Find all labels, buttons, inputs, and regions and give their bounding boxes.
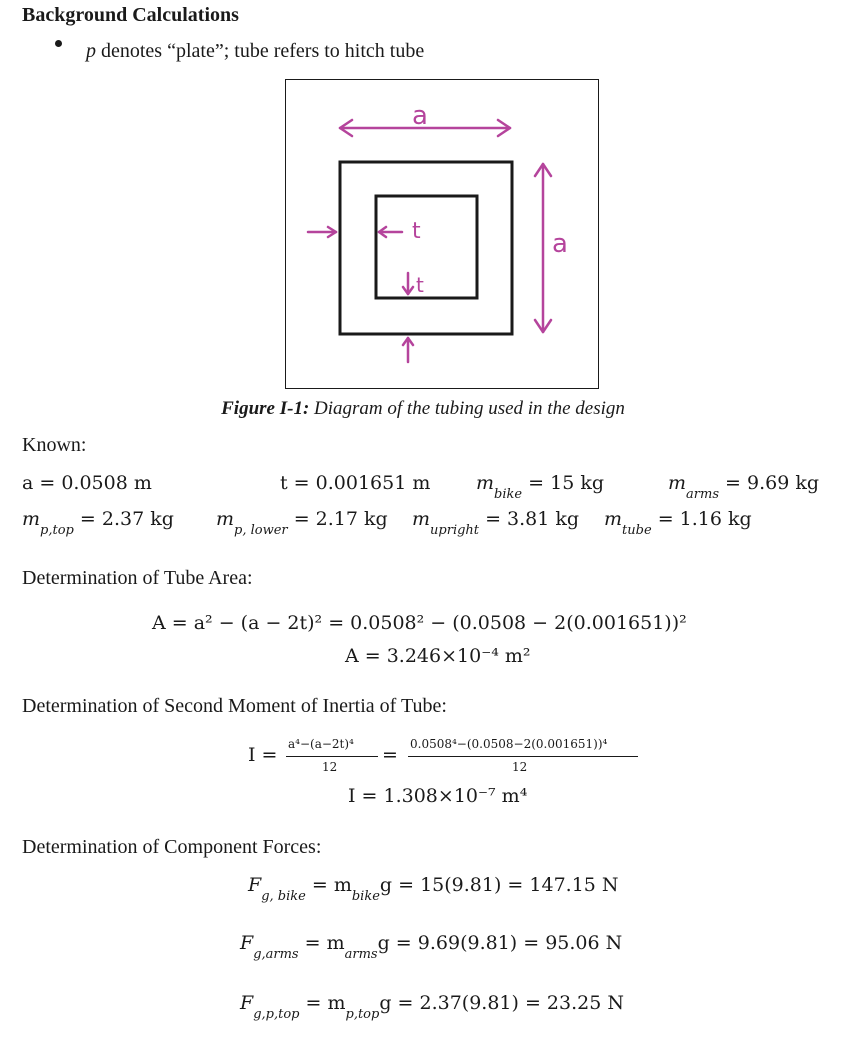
dimension-arrows (306, 118, 553, 364)
inertia-title: Determination of Second Moment of Inerti… (22, 695, 447, 717)
tube-diagram-svg: a a t t (306, 101, 568, 364)
bullet-icon (55, 40, 62, 47)
inertia-frac-line-1 (286, 756, 378, 757)
inertia-eq: = (382, 744, 398, 766)
area-title: Determination of Tube Area: (22, 567, 253, 589)
section-heading: Background Calculations (22, 4, 239, 26)
known-m-tube: mtube = 1.16 kg (604, 508, 752, 538)
known-m-arms: marms = 9.69 kg (668, 472, 820, 502)
outer-square (338, 160, 514, 336)
area-result: A = 3.246×10⁻⁴ m² (345, 645, 531, 667)
bullet-body: denotes “plate”; tube refers to hitch tu… (96, 40, 425, 62)
caption-text: Diagram of the tubing used in the design (309, 398, 625, 419)
known-m-plower: mp, lower = 2.17 kg (216, 508, 388, 538)
tube-diagram: a a t t (285, 79, 599, 389)
area-equation: A = a² − (a − 2t)² = 0.0508² − (0.0508 −… (152, 612, 687, 634)
label-a-top: a (412, 101, 428, 131)
force-ptop: Fg,p,top = mp,topg = 2.37(9.81) = 23.25 … (240, 992, 624, 1022)
inertia-frac-line-2 (408, 756, 638, 757)
inertia-den1: 12 (322, 760, 338, 774)
inertia-result: I = 1.308×10⁻⁷ m⁴ (348, 785, 528, 807)
inner-square (374, 194, 479, 300)
known-title: Known: (22, 434, 87, 456)
label-a-right: a (552, 229, 568, 259)
bullet-text: p denotes “plate”; tube refers to hitch … (86, 40, 424, 63)
known-m-upright: mupright = 3.81 kg (412, 508, 580, 538)
bullet-var: p (86, 40, 96, 62)
known-a: a = 0.0508 m (22, 472, 152, 494)
force-bike: Fg, bike = mbikeg = 15(9.81) = 147.15 N (248, 874, 619, 904)
caption-label: Figure I-1: (221, 398, 310, 419)
label-t-inner-down: t (416, 273, 424, 297)
known-t: t = 0.001651 m (280, 472, 431, 494)
known-m-ptop: mp,top = 2.37 kg (22, 508, 174, 538)
figure-caption: Figure I-1: Diagram of the tubing used i… (0, 398, 846, 420)
forces-title: Determination of Component Forces: (22, 836, 322, 858)
inertia-num1: a⁴−(a−2t)⁴ (288, 737, 354, 751)
force-arms: Fg,arms = marmsg = 9.69(9.81) = 95.06 N (240, 932, 623, 962)
inertia-lhs: I = (248, 744, 278, 766)
known-m-bike: mbike = 15 kg (476, 472, 604, 502)
inertia-den2: 12 (512, 760, 528, 774)
inertia-num2: 0.0508⁴−(0.0508−2(0.001651))⁴ (410, 737, 608, 751)
label-t-inner: t (412, 219, 421, 244)
